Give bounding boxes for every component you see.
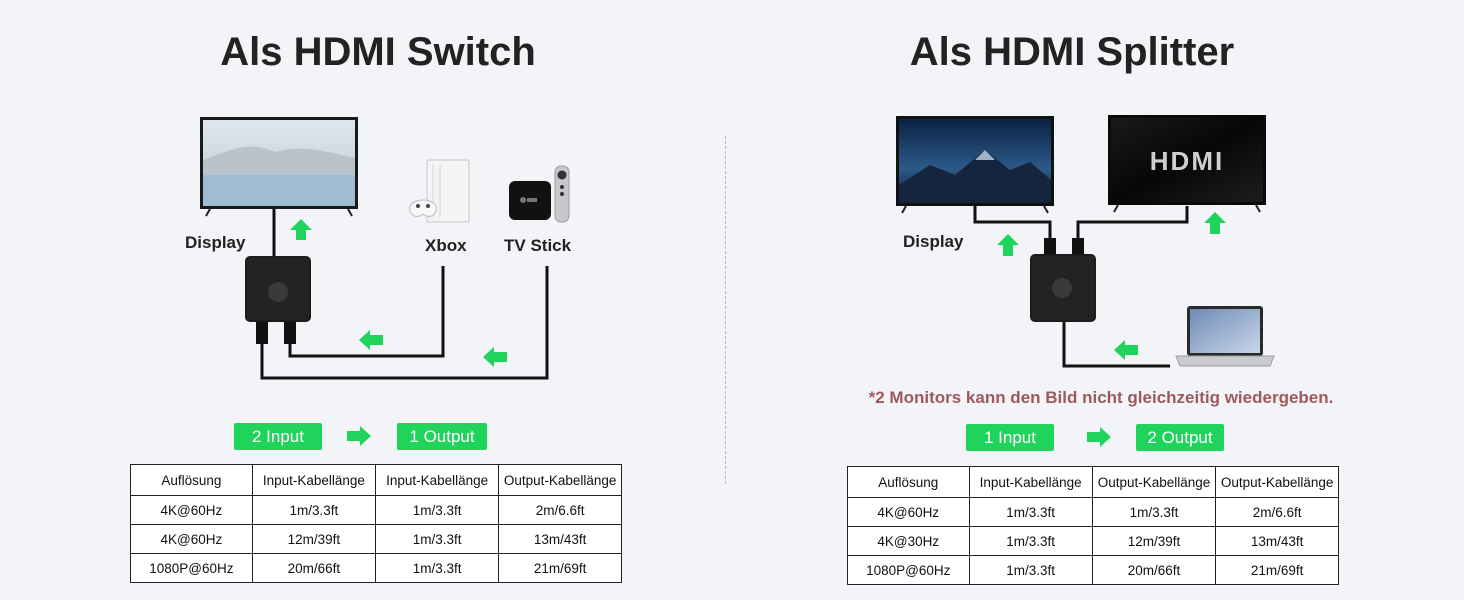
laptop-icon (1175, 306, 1275, 367)
table-header-cell: Auflösung (847, 466, 970, 498)
table-cell: 1m/3.3ft (374, 495, 500, 525)
table-cell: 4K@60Hz (847, 497, 970, 527)
table-cell: 20m/66ft (1091, 555, 1217, 585)
switch-title: Als HDMI Switch (220, 30, 536, 74)
xbox-console-icon (409, 159, 470, 223)
table-cell: 1080P@60Hz (847, 555, 970, 585)
table-cell: 1m/3.3ft (1091, 497, 1217, 527)
table-cell: 4K@60Hz (130, 495, 253, 525)
table-cell: 1m/3.3ft (374, 524, 500, 554)
table-row: 4K@60Hz 1m/3.3ft 1m/3.3ft 2m/6.6ft (847, 497, 1339, 527)
arrow-up-icon (1204, 212, 1226, 234)
flow-output-pill-right: 2 Output (1136, 424, 1224, 451)
table-cell: 21m/69ft (1215, 555, 1339, 585)
table-cell: 1m/3.3ft (968, 526, 1093, 556)
table-row: 4K@60Hz 1m/3.3ft 1m/3.3ft 2m/6.6ft (130, 495, 622, 525)
table-header-cell: Auflösung (130, 464, 253, 496)
tv-stick-icon (509, 165, 570, 223)
label-xbox: Xbox (425, 236, 467, 255)
hdmi-switch-device (245, 256, 311, 344)
table-cell: 1m/3.3ft (251, 495, 377, 525)
table-header-cell: Input-Kabellänge (968, 466, 1093, 498)
label-tv-stick: TV Stick (504, 236, 572, 255)
table-header-cell: Output-Kabellänge (1091, 466, 1217, 498)
table-cell: 21m/69ft (498, 553, 622, 583)
splitter-spec-table: Auflösung Input-Kabellänge Output-Kabell… (847, 466, 1339, 585)
arrow-left-icon (1114, 340, 1138, 360)
table-header-row: Auflösung Input-Kabellänge Output-Kabell… (847, 466, 1339, 498)
switch-spec-table: Auflösung Input-Kabellänge Input-Kabellä… (130, 464, 622, 583)
flow-input-pill-left: 2 Input (234, 423, 322, 450)
flow-input-pill-right: 1 Input (966, 424, 1054, 451)
table-row: 1080P@60Hz 20m/66ft 1m/3.3ft 21m/69ft (130, 553, 622, 583)
table-cell: 1m/3.3ft (968, 555, 1093, 585)
arrow-left-icon (359, 330, 383, 350)
cable-input (1062, 322, 1170, 368)
monitor-hdmi-text: HDMI (1150, 146, 1224, 176)
table-cell: 1m/3.3ft (968, 497, 1093, 527)
arrow-right-icon (347, 426, 371, 446)
arrow-right-icon (1087, 427, 1111, 447)
section-divider (725, 136, 726, 484)
label-display-right: Display (903, 232, 964, 251)
table-row: 4K@30Hz 1m/3.3ft 12m/39ft 13m/43ft (847, 526, 1339, 556)
cable-tv-stick (260, 266, 549, 380)
table-header-cell: Input-Kabellänge (251, 464, 377, 496)
table-cell: 1080P@60Hz (130, 553, 253, 583)
flow-output-pill-left: 1 Output (397, 423, 487, 450)
splitter-warning-note: *2 Monitors kann den Bild nicht gleichze… (868, 388, 1334, 407)
table-cell: 4K@60Hz (130, 524, 253, 554)
cable-xbox (288, 266, 445, 358)
arrow-left-icon (483, 347, 507, 367)
table-cell: 4K@30Hz (847, 526, 970, 556)
table-cell: 2m/6.6ft (1215, 497, 1339, 527)
table-cell: 12m/39ft (1091, 526, 1217, 556)
display-tv-right-1 (896, 116, 1054, 214)
table-cell: 13m/43ft (1215, 526, 1339, 556)
cable-output-2 (1076, 206, 1189, 256)
table-cell: 20m/66ft (251, 553, 377, 583)
table-header-cell: Output-Kabellänge (1215, 466, 1339, 498)
label-display-left: Display (185, 233, 246, 252)
table-header-cell: Input-Kabellänge (374, 464, 500, 496)
table-row: 1080P@60Hz 1m/3.3ft 20m/66ft 21m/69ft (847, 555, 1339, 585)
arrow-up-icon (997, 234, 1019, 256)
hdmi-splitter-device (1030, 238, 1096, 322)
display-tv-left (200, 117, 358, 217)
table-cell: 13m/43ft (498, 524, 622, 554)
table-cell: 2m/6.6ft (498, 495, 622, 525)
splitter-title: Als HDMI Splitter (909, 30, 1235, 74)
arrow-up-icon (290, 219, 312, 240)
table-row: 4K@60Hz 12m/39ft 1m/3.3ft 13m/43ft (130, 524, 622, 554)
display-tv-right-2: HDMI (1108, 115, 1266, 213)
table-header-row: Auflösung Input-Kabellänge Input-Kabellä… (130, 464, 622, 496)
table-header-cell: Output-Kabellänge (498, 464, 622, 496)
table-cell: 12m/39ft (251, 524, 377, 554)
table-cell: 1m/3.3ft (374, 553, 500, 583)
